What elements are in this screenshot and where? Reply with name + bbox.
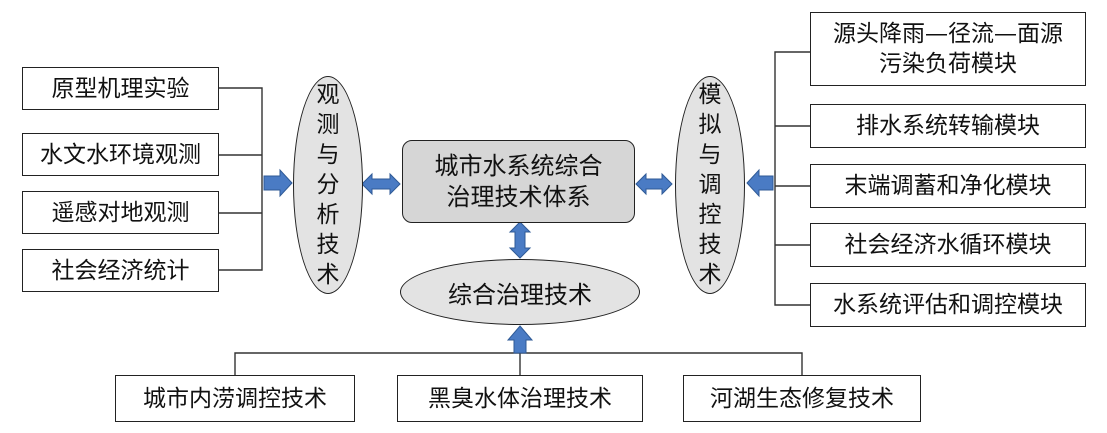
- core-system-box: 城市水系统综合 治理技术体系: [402, 140, 635, 223]
- integrated-governance-label: 综合治理技术: [448, 280, 592, 309]
- integrated-governance-ellipse: 综合治理技术: [400, 259, 640, 325]
- input-box-remote-sensing: 遥感对地观测: [22, 191, 219, 234]
- core-system-label: 城市水系统综合 治理技术体系: [434, 151, 603, 211]
- module-label-socioeconomic-cycle: 社会经济水循环模块: [844, 232, 1052, 258]
- module-box-drainage-transport: 排水系统转输模块: [810, 104, 1086, 148]
- module-label-source-runoff: 源头降雨—径流—面源 污染负荷模块: [833, 21, 1063, 77]
- arrow-up-to-integrated: [506, 325, 534, 354]
- simulation-control-label: 模拟与调控技术: [698, 82, 722, 288]
- input-box-hydrology-observation: 水文水环境观测: [22, 133, 219, 176]
- arrow-right-to-observation: [263, 168, 293, 198]
- right-bracket-line: [774, 51, 810, 306]
- module-box-terminal-storage: 末端调蓄和净化模块: [810, 164, 1086, 208]
- bottom-box-river-lake-restoration: 河湖生态修复技术: [683, 375, 921, 422]
- observation-analysis-ellipse: 观测与分析技术: [293, 76, 363, 294]
- module-box-source-runoff: 源头降雨—径流—面源 污染负荷模块: [810, 12, 1086, 86]
- module-label-drainage-transport: 排水系统转输模块: [856, 113, 1040, 139]
- input-label-socioeconomic-stats: 社会经济统计: [51, 257, 190, 284]
- bottom-label-waterlogging-control: 城市内涝调控技术: [143, 385, 327, 412]
- input-label-remote-sensing: 遥感对地观测: [51, 199, 190, 226]
- left-bracket-line: [219, 87, 263, 271]
- double-arrow-center-simulation: [635, 172, 673, 196]
- input-box-socioeconomic-stats: 社会经济统计: [22, 249, 219, 292]
- bottom-bracket-line: [234, 352, 803, 375]
- bottom-label-black-odorous-water: 黑臭水体治理技术: [428, 385, 612, 412]
- module-box-assessment-control: 水系统评估和调控模块: [810, 283, 1086, 327]
- observation-analysis-label: 观测与分析技术: [316, 82, 340, 288]
- bottom-label-river-lake-restoration: 河湖生态修复技术: [710, 385, 894, 412]
- module-label-assessment-control: 水系统评估和调控模块: [833, 292, 1063, 318]
- bottom-box-waterlogging-control: 城市内涝调控技术: [115, 375, 355, 422]
- arrow-left-to-simulation: [746, 168, 774, 198]
- module-box-socioeconomic-cycle: 社会经济水循环模块: [810, 223, 1086, 267]
- input-label-hydrology-observation: 水文水环境观测: [40, 141, 201, 168]
- input-box-prototype-experiment: 原型机理实验: [22, 67, 219, 110]
- input-label-prototype-experiment: 原型机理实验: [51, 75, 190, 102]
- double-arrow-observation-center: [361, 172, 401, 196]
- double-arrow-center-integrated: [508, 221, 532, 259]
- module-label-terminal-storage: 末端调蓄和净化模块: [844, 173, 1052, 199]
- bottom-box-black-odorous-water: 黑臭水体治理技术: [397, 375, 643, 422]
- simulation-control-ellipse: 模拟与调控技术: [675, 76, 745, 294]
